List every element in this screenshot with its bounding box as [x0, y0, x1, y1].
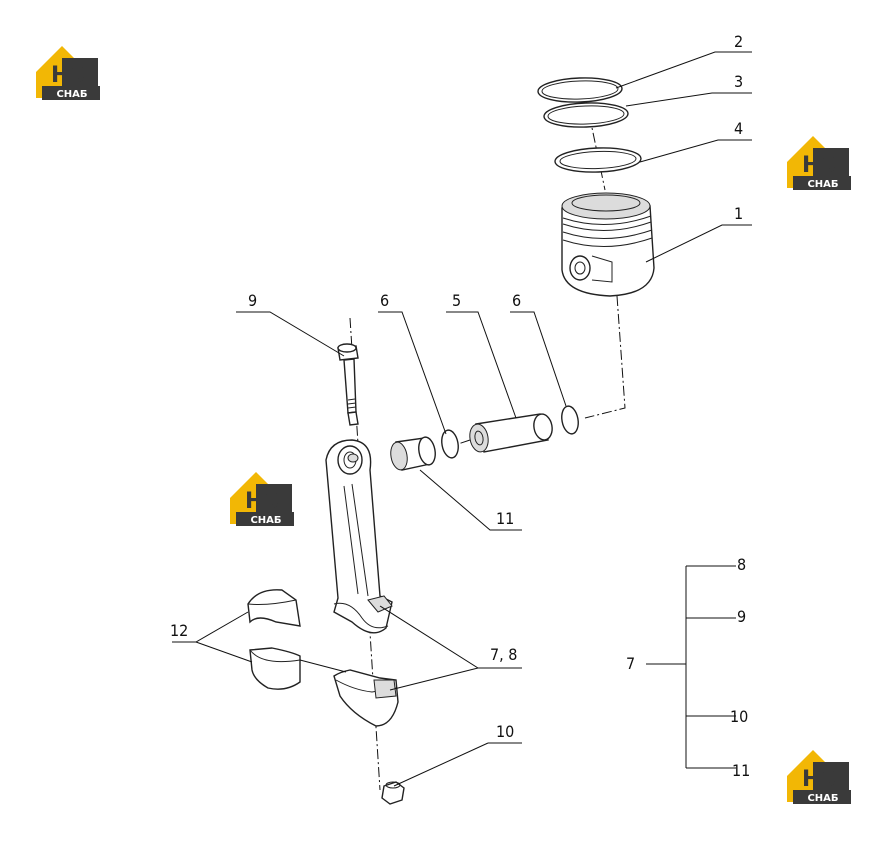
small-end-bushing: [390, 436, 436, 471]
logo-mark: НЗ: [51, 63, 85, 88]
brand-logo: НЗ СНАБ: [230, 472, 294, 526]
logo-caption: СНАБ: [56, 89, 87, 100]
leader-lines: [172, 51, 752, 787]
callout-3: 3: [734, 72, 743, 91]
rod-bolt: [337, 343, 359, 426]
callout-4: 4: [734, 119, 743, 138]
callout-9: 9: [248, 291, 257, 310]
piston-pin: [469, 413, 553, 453]
bearing-shell-lower: [249, 647, 301, 690]
legend-item-11: 11: [732, 761, 750, 780]
callout-12: 12: [170, 621, 188, 640]
legend-root: 7: [626, 654, 635, 673]
logo-mark: НЗ: [802, 767, 836, 792]
callout-7-8: 7, 8: [490, 645, 517, 664]
legend-item-8: 8: [737, 555, 746, 574]
legend-item-10: 10: [730, 707, 748, 726]
logo-caption: СНАБ: [250, 515, 281, 526]
logo-mark: НЗ: [245, 489, 279, 514]
callout-5: 5: [452, 291, 461, 310]
callout-1: 1: [734, 204, 743, 223]
rod-nut: [381, 781, 405, 805]
rod-cap: [333, 669, 399, 727]
callout-10: 10: [496, 722, 514, 741]
callout-6-right: 6: [512, 291, 521, 310]
bearing-shell-upper: [247, 589, 301, 627]
circlip-right: [561, 405, 579, 435]
piston: [561, 192, 655, 297]
logo-mark: НЗ: [802, 153, 836, 178]
brand-logo: НЗ СНАБ: [787, 136, 851, 190]
callout-11: 11: [496, 509, 514, 528]
brand-logo: НЗ СНАБ: [787, 750, 851, 804]
logo-caption: СНАБ: [807, 793, 838, 804]
piston-ring-4: [554, 147, 642, 173]
piston-ring-3: [543, 102, 629, 128]
brand-logo: НЗ СНАБ: [36, 46, 100, 100]
connecting-rod: [325, 439, 393, 634]
piston-ring-2: [537, 77, 623, 103]
callout-labels: 2 3 4 1 9 6 5 6 11 12 7, 8 10: [170, 32, 743, 741]
legend-item-9: 9: [737, 607, 746, 626]
callout-2: 2: [734, 32, 743, 51]
logo-caption: СНАБ: [807, 179, 838, 190]
kit-legend: 7 8 9 10 11: [626, 555, 750, 780]
callout-6-left: 6: [380, 291, 389, 310]
circlip-left: [441, 429, 459, 459]
